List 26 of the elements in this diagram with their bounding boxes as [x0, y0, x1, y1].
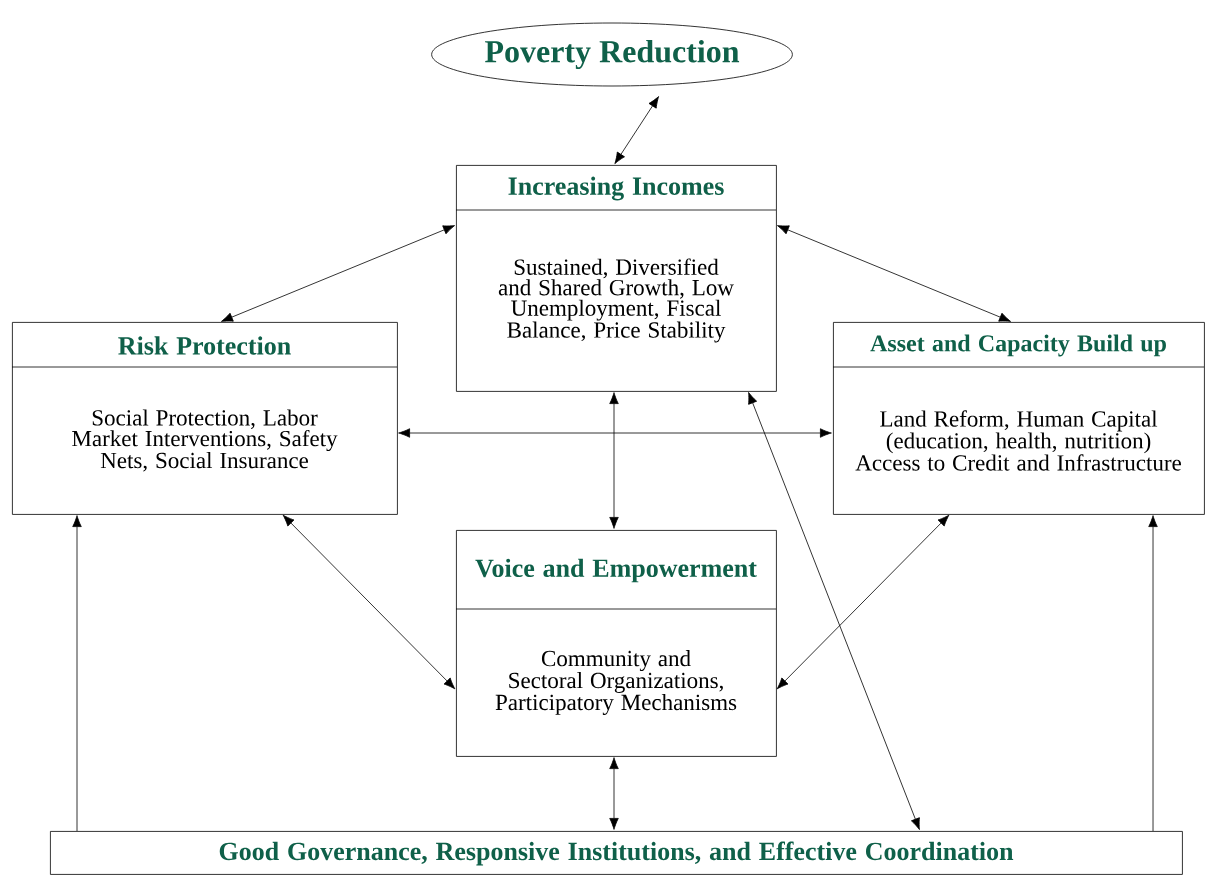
- arrow: [72, 515, 82, 832]
- arrow: [398, 428, 832, 438]
- arrow: [1148, 515, 1158, 832]
- arrow: [221, 225, 455, 322]
- body-text: Sustained, Diversified and Shared Growth, Low Unemployment, Fiscal Balance, Price Stability: [498, 258, 734, 343]
- oval-node: Poverty Reduction: [431, 22, 793, 87]
- body-text: Land Reform, Human Capital (education, health, nutrition) Access to Credit and Infrastructure: [855, 410, 1181, 471]
- heading-text: Asset and Capacity Build up: [870, 334, 1166, 357]
- arrow: [609, 392, 619, 529]
- heading-text: Good Governance, Responsive Institutions, and Effective Coordination: [219, 841, 1014, 866]
- labeled-box: [455, 530, 777, 757]
- arrow: [748, 392, 920, 830]
- labeled-box: [832, 322, 1205, 515]
- labeled-box: [11, 322, 398, 515]
- body-text: Social Protection, Labor Market Interventions, Safety Nets, Social Insurance: [72, 409, 338, 472]
- heading-text: Increasing Incomes: [508, 176, 724, 201]
- arrow: [614, 96, 659, 165]
- heading-text: Voice and Empowerment: [475, 558, 757, 583]
- heading-text: Risk Protection: [118, 336, 291, 355]
- body-text: Community and Sectoral Organizations, Participatory Mechanisms: [495, 650, 737, 715]
- arrow: [777, 225, 1011, 322]
- labeled-box: [50, 831, 1183, 875]
- labeled-box: [455, 165, 777, 392]
- arrow: [282, 514, 456, 690]
- arrow: [609, 757, 619, 830]
- arrow: [776, 514, 950, 690]
